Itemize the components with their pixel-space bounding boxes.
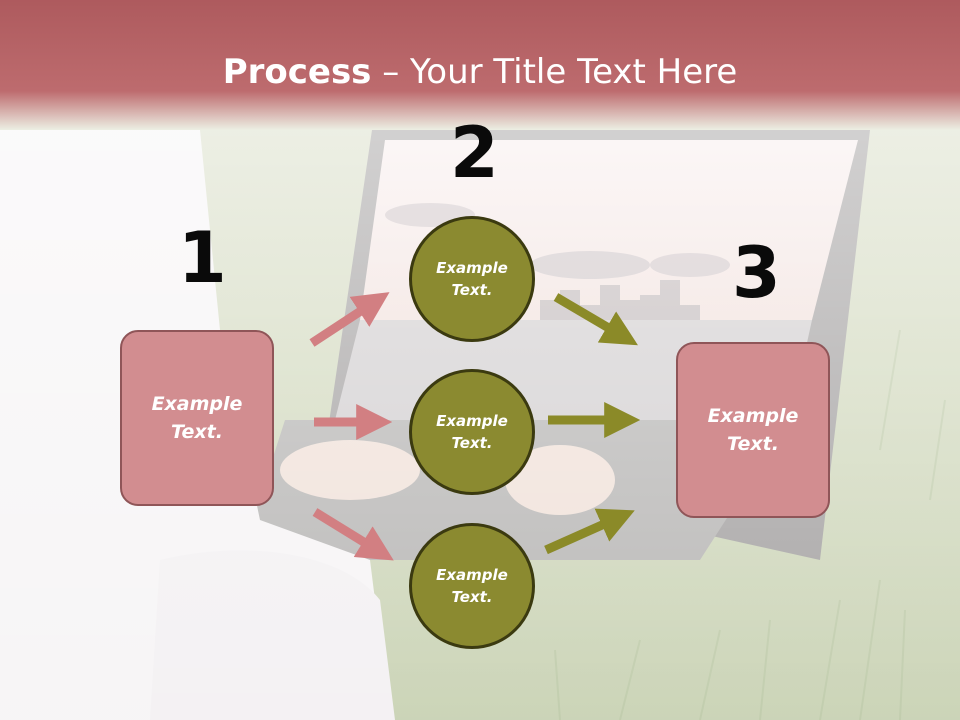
arrow-1-to-2a xyxy=(309,292,390,347)
step-number-2: 2 xyxy=(450,112,499,194)
step-1-label: Example Text. xyxy=(151,392,243,444)
step-2-circle-1: Example Text. xyxy=(409,216,535,342)
step-2-circle-3-label: Example Text. xyxy=(436,565,508,607)
step-number-1: 1 xyxy=(178,217,227,299)
arrow-2a-to-3 xyxy=(553,293,638,346)
arrow-1-to-2c xyxy=(312,508,394,561)
title-banner xyxy=(0,0,960,130)
step-3-box: Example Text. xyxy=(676,342,830,518)
step-3-label: Example Text. xyxy=(707,404,799,456)
step-1-box: Example Text. xyxy=(120,330,274,506)
step-number-3: 3 xyxy=(732,232,781,314)
step-2-circle-2-label: Example Text. xyxy=(436,411,508,453)
arrow-2c-to-3 xyxy=(544,508,635,555)
slide-title: Process – Your Title Text Here xyxy=(0,52,960,92)
step-2-circle-1-label: Example Text. xyxy=(436,258,508,300)
step-2-circle-3: Example Text. xyxy=(409,523,535,649)
title-bold: Process xyxy=(222,52,372,92)
title-rest: – Your Title Text Here xyxy=(371,52,738,92)
step-2-circle-2: Example Text. xyxy=(409,369,535,495)
